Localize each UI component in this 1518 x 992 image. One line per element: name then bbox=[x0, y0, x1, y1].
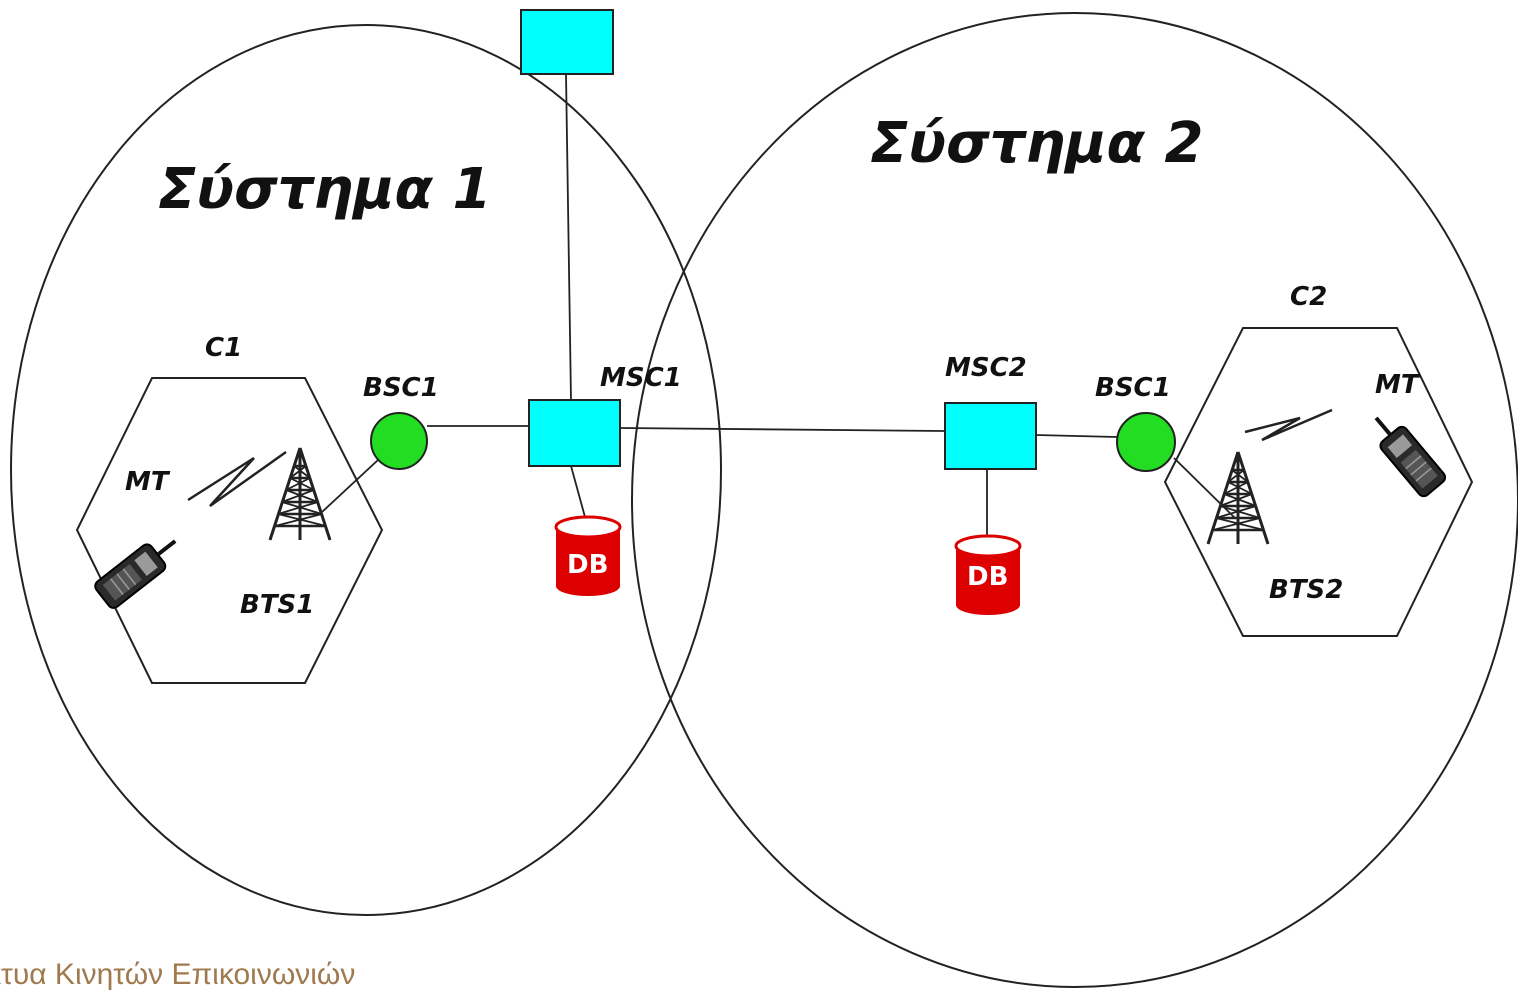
link-msc2-bsc bbox=[1035, 434, 1118, 438]
system1-ellipse bbox=[10, 24, 722, 916]
system2-ellipse bbox=[631, 12, 1518, 988]
msc2-label: MSC2 bbox=[945, 353, 1027, 383]
mt-c2-phone-icon bbox=[1361, 405, 1450, 501]
msc1-label: MSC1 bbox=[600, 363, 682, 393]
bts1-label: BTS1 bbox=[240, 590, 314, 620]
bsc-system2-label: BSC1 bbox=[1095, 373, 1171, 403]
system1-title: Σύστημα 1 bbox=[158, 157, 491, 222]
c2-label: C2 bbox=[1290, 282, 1327, 312]
mt-c1-label: MT bbox=[125, 467, 171, 497]
footer-title: κτυα Κινητών Επικοινωνιών bbox=[0, 958, 356, 991]
cell-c1-hexagon bbox=[75, 377, 384, 684]
mt-c2-label: MT bbox=[1375, 370, 1421, 400]
radio-link-c1-icon bbox=[187, 450, 287, 508]
db1-cylinder bbox=[554, 515, 622, 596]
db2-cylinder bbox=[954, 534, 1022, 615]
bsc1-node bbox=[370, 412, 428, 470]
mt-c1-phone-icon bbox=[90, 526, 188, 613]
link-msc1-db1 bbox=[570, 465, 586, 518]
msc2-box bbox=[944, 402, 1037, 470]
bsc1-label: BSC1 bbox=[363, 373, 439, 403]
bts1-tower-icon bbox=[268, 446, 332, 542]
c1-label: C1 bbox=[205, 333, 242, 363]
top-node-box bbox=[520, 9, 614, 75]
link-bsc1-bts1 bbox=[321, 459, 379, 513]
db1-label: DB bbox=[567, 550, 608, 580]
bts2-tower-icon bbox=[1206, 450, 1270, 546]
link-msc1-msc2 bbox=[619, 427, 945, 432]
bsc-node-system2 bbox=[1116, 412, 1176, 472]
msc1-box bbox=[528, 399, 621, 467]
cell-c2-hexagon bbox=[1163, 327, 1474, 637]
bts2-label: BTS2 bbox=[1269, 575, 1343, 605]
system2-title: Σύστημα 2 bbox=[870, 111, 1203, 176]
radio-link-c2-icon bbox=[1244, 408, 1333, 442]
link-top-node-msc1 bbox=[565, 73, 572, 401]
db2-label: DB bbox=[967, 562, 1008, 592]
